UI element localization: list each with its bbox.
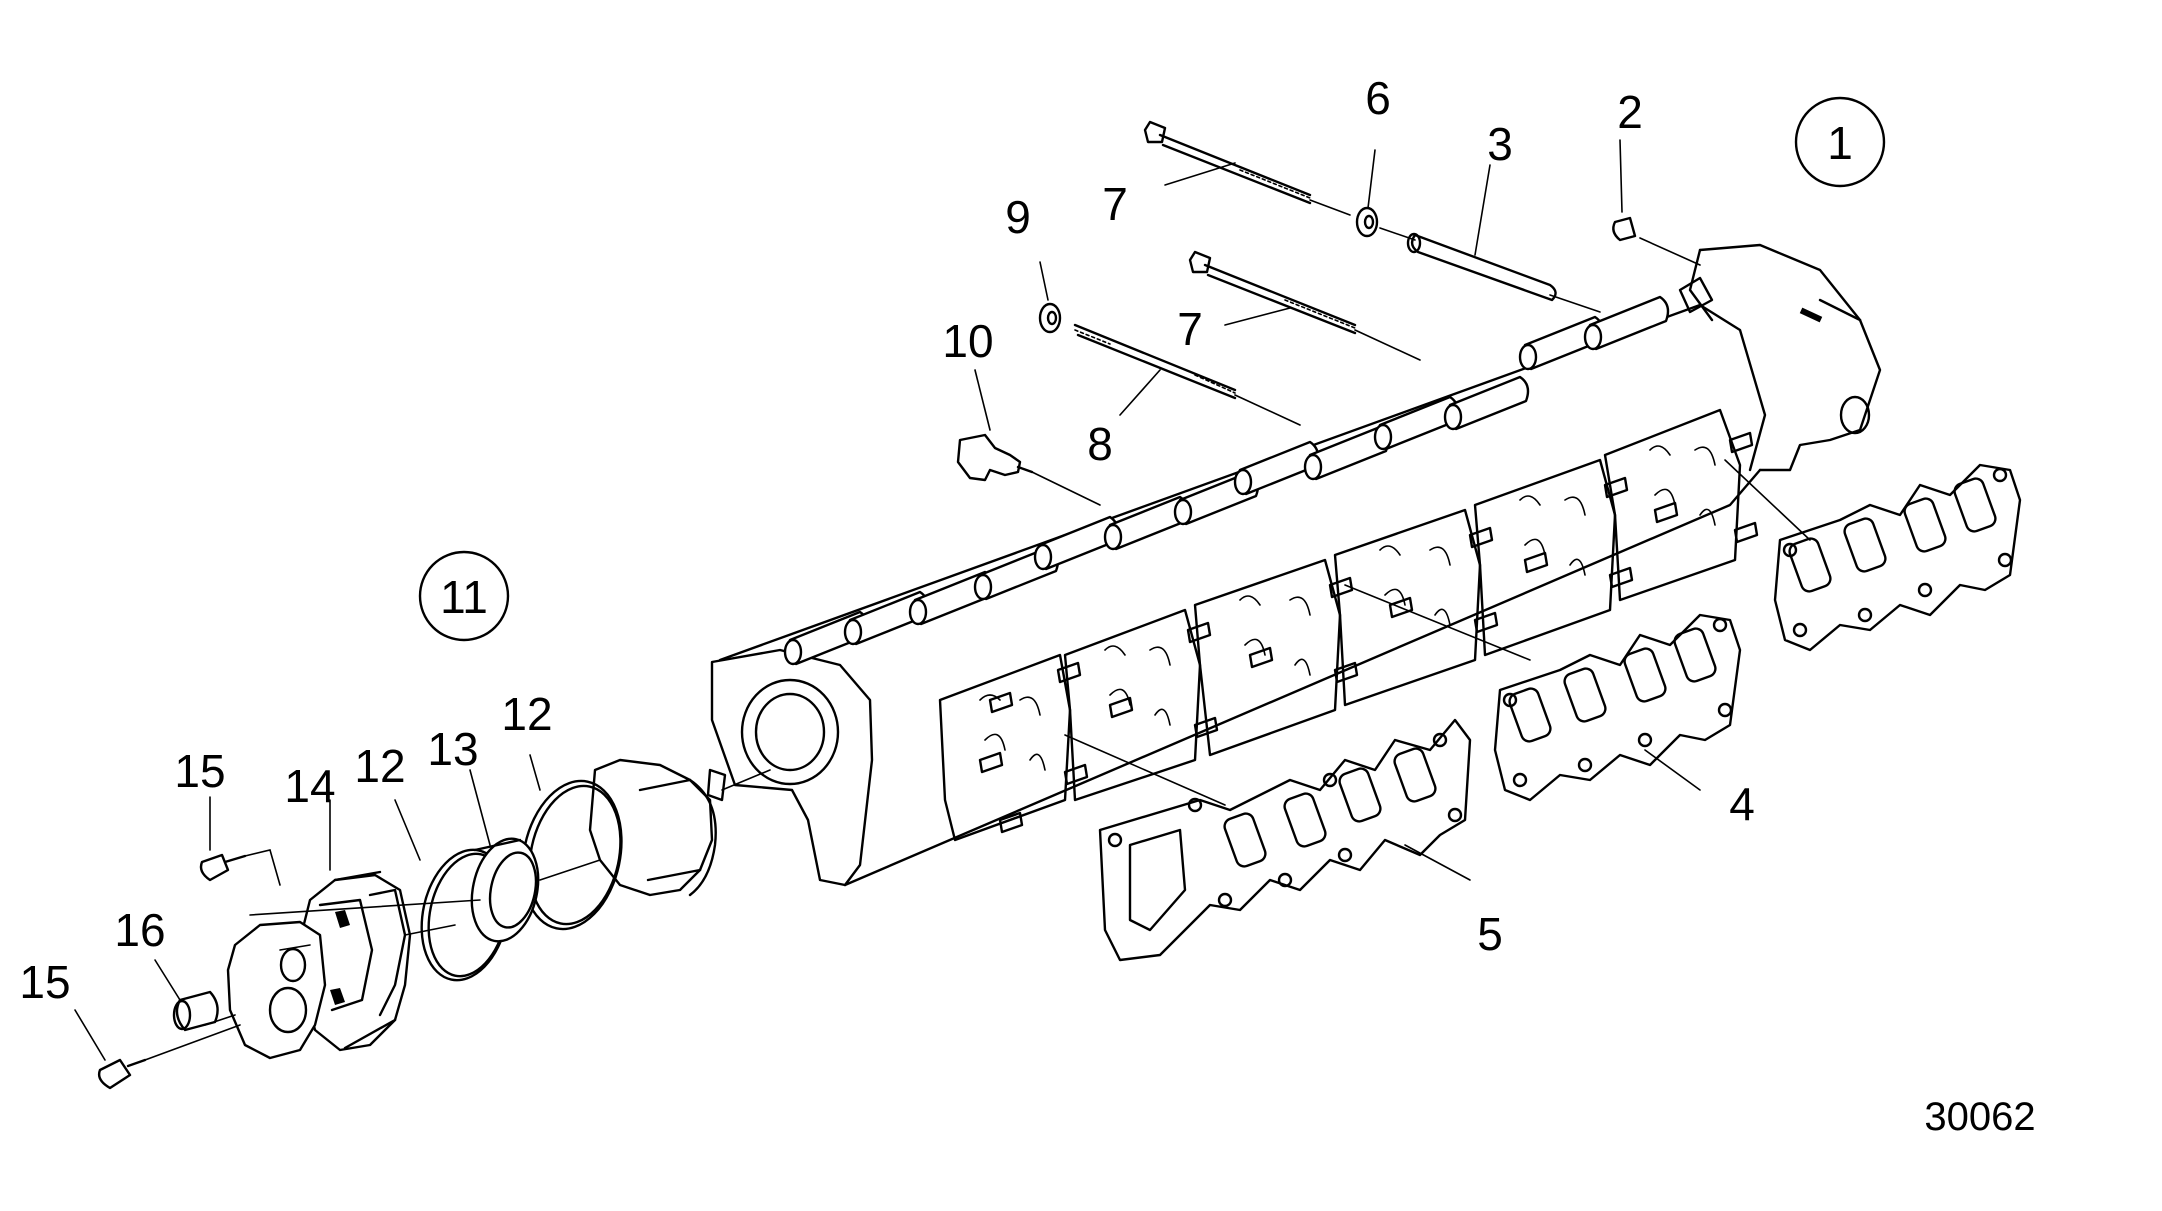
callout-5: 5 bbox=[1477, 908, 1503, 960]
callout-15-upper: 15 bbox=[174, 745, 225, 797]
manifold-cells bbox=[938, 408, 1742, 842]
exhaust-manifold bbox=[710, 243, 1882, 887]
bolt-15-upper bbox=[199, 849, 281, 886]
gasket-4b bbox=[1773, 463, 2022, 652]
gasket-4a bbox=[1493, 613, 1742, 802]
figure-number: 30062 bbox=[1924, 1095, 2035, 1139]
callout-15-lower: 15 bbox=[19, 956, 70, 1008]
callout-4: 4 bbox=[1729, 778, 1755, 830]
manifold-studs bbox=[978, 431, 1759, 834]
pump-cover-plate bbox=[226, 920, 327, 1060]
svg-text:1: 1 bbox=[1827, 117, 1853, 169]
thermostat-housing-cover bbox=[588, 758, 727, 897]
washer-6 bbox=[1355, 206, 1379, 238]
plug-2 bbox=[1612, 216, 1637, 242]
callout-12-left: 12 bbox=[354, 740, 405, 792]
svg-text:11: 11 bbox=[440, 571, 488, 623]
callout-7-lower: 7 bbox=[1177, 303, 1203, 355]
callout-12-right: 12 bbox=[501, 688, 552, 740]
washer-9 bbox=[1038, 302, 1062, 334]
callout-7-upper: 7 bbox=[1102, 178, 1128, 230]
spacer-16 bbox=[172, 990, 219, 1032]
callout-14: 14 bbox=[284, 760, 335, 812]
seal-13 bbox=[470, 837, 540, 943]
callout-2: 2 bbox=[1617, 86, 1643, 138]
callout-9: 9 bbox=[1005, 191, 1031, 243]
sleeve-3 bbox=[1406, 232, 1557, 302]
bolt-7-lower bbox=[1188, 250, 1357, 335]
callout-3: 3 bbox=[1487, 118, 1513, 170]
circled-label-11: 11 bbox=[418, 550, 510, 642]
callout-6: 6 bbox=[1365, 72, 1391, 124]
leader-lines bbox=[74, 139, 1701, 1061]
callout-13: 13 bbox=[427, 723, 478, 775]
callout-8: 8 bbox=[1087, 418, 1113, 470]
pump-axis-lines bbox=[204, 769, 771, 1026]
callout-numbers: 2 3 4 5 6 7 7 8 9 10 12 12 13 14 15 15 1… bbox=[19, 72, 1754, 1008]
bolt-15-lower bbox=[97, 1024, 241, 1090]
bolt-8 bbox=[1073, 323, 1237, 400]
bolt-7-upper bbox=[1143, 120, 1312, 205]
sender-10 bbox=[956, 433, 1034, 482]
gasket-5 bbox=[1098, 718, 1472, 962]
manifold-tubes bbox=[783, 295, 1670, 666]
callout-16: 16 bbox=[114, 904, 165, 956]
assembly-axis-lines bbox=[1031, 199, 1811, 806]
circled-label-1: 1 bbox=[1794, 96, 1886, 188]
callout-10: 10 bbox=[942, 315, 993, 367]
